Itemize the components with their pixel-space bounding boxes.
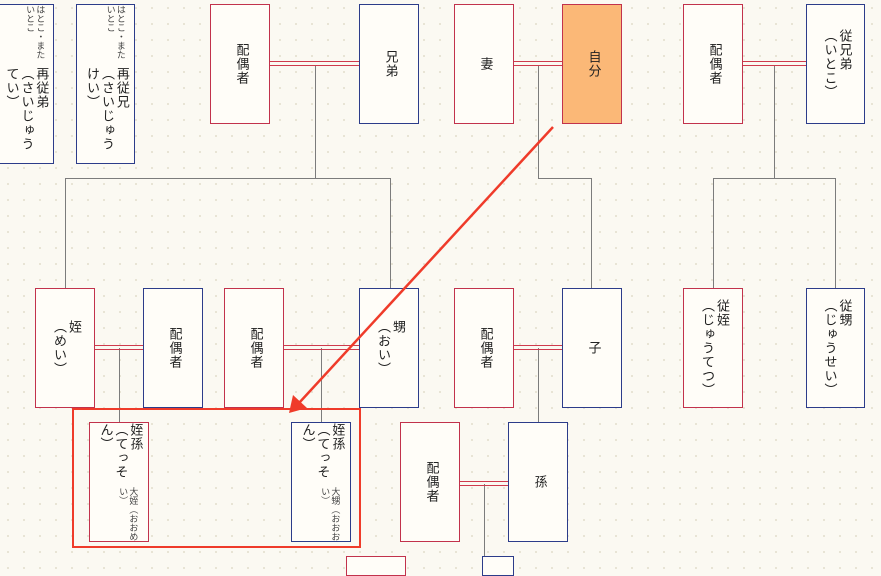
reading-annotation: はとこ・またいとこ bbox=[104, 5, 125, 59]
relation-name: 再従兄 bbox=[113, 66, 129, 109]
connector bbox=[591, 178, 592, 288]
relation-reading: （さいじゅうけい） bbox=[84, 66, 114, 151]
marriage-line bbox=[514, 61, 562, 66]
relation-reading: （てっそん） bbox=[299, 423, 330, 479]
nephew-spouse-box[interactable]: 配偶者 bbox=[224, 288, 284, 408]
arrow-line bbox=[298, 126, 554, 404]
niece-box[interactable]: 姪（めい） bbox=[35, 288, 95, 408]
second-cousin-younger-box[interactable]: はとこ・またいとこ 再従弟（さいじゅうてい） bbox=[0, 4, 54, 164]
connector bbox=[119, 348, 120, 422]
relation-name: 配偶者 bbox=[706, 43, 722, 85]
connector bbox=[65, 178, 66, 288]
relation-reading: （じゅうてつ） bbox=[699, 299, 714, 397]
connector bbox=[321, 348, 322, 422]
connector bbox=[315, 66, 316, 178]
wife-box[interactable]: 妻 bbox=[454, 4, 514, 124]
relation-name: 姪孫 bbox=[329, 423, 345, 451]
relation-name: 従甥 bbox=[836, 299, 852, 327]
relation-name: 従兄弟 bbox=[836, 29, 852, 71]
relation-reading: （おい） bbox=[375, 320, 390, 376]
alt-reading: （おおめい） bbox=[117, 486, 138, 541]
relation-name: 配偶者 bbox=[423, 461, 439, 503]
relation-name: 姪 bbox=[65, 320, 81, 334]
child-box[interactable]: 子 bbox=[562, 288, 622, 408]
self-box[interactable]: 自分 bbox=[562, 4, 622, 124]
connector bbox=[713, 178, 835, 179]
niece-spouse-box[interactable]: 配偶者 bbox=[143, 288, 203, 408]
alt-name: 大姪 bbox=[127, 486, 138, 505]
relation-name: 妻 bbox=[477, 57, 493, 71]
cousin-nephew-box[interactable]: 従甥（じゅうせい） bbox=[806, 288, 865, 408]
connector bbox=[835, 178, 836, 288]
relation-reading: （いとこ） bbox=[821, 29, 837, 99]
highlight-rectangle bbox=[72, 408, 361, 548]
relation-name: 再従弟 bbox=[33, 66, 49, 109]
marriage-line bbox=[460, 481, 508, 486]
cousin-box[interactable]: 従兄弟（いとこ） bbox=[806, 4, 865, 124]
arrow-head bbox=[289, 395, 307, 413]
grandnephew-box[interactable]: 姪孫（てっそん） 大甥（おおおい） bbox=[291, 422, 351, 542]
relation-name: 孫 bbox=[531, 475, 547, 489]
connector bbox=[390, 178, 391, 288]
connector bbox=[538, 348, 539, 422]
cousin-spouse-box[interactable]: 配偶者 bbox=[683, 4, 743, 124]
relation-name: 配偶者 bbox=[477, 327, 493, 369]
relation-name: 配偶者 bbox=[247, 327, 263, 369]
reading-annotation: はとこ・またいとこ bbox=[24, 5, 45, 59]
arrow-annotation bbox=[289, 126, 554, 413]
grandniece-box[interactable]: 姪孫（てっそん） 大姪（おおめい） bbox=[89, 422, 149, 542]
grandchild-box[interactable]: 孫 bbox=[508, 422, 568, 542]
relation-name: 兄弟 bbox=[382, 50, 398, 78]
relation-reading: （じゅうせい） bbox=[821, 299, 837, 397]
relation-name: 子 bbox=[585, 341, 601, 355]
marriage-line bbox=[284, 345, 359, 350]
relation-name: 従姪 bbox=[713, 299, 729, 327]
nephew-box[interactable]: 甥（おい） bbox=[359, 288, 419, 408]
connector bbox=[774, 66, 775, 178]
connector bbox=[484, 484, 485, 560]
grandchild-spouse-box[interactable]: 配偶者 bbox=[400, 422, 460, 542]
marriage-line bbox=[514, 345, 562, 350]
marriage-line bbox=[270, 61, 359, 66]
connector bbox=[538, 178, 592, 179]
relation-name: 配偶者 bbox=[233, 43, 249, 85]
connector bbox=[713, 178, 714, 288]
connector bbox=[538, 66, 539, 178]
relation-reading: （さいじゅうてい） bbox=[3, 66, 34, 151]
relation-reading: （てっそん） bbox=[97, 423, 128, 479]
cousin-niece-box[interactable]: 従姪（じゅうてつ） bbox=[683, 288, 743, 408]
family-tree: はとこ・またいとこ 再従弟（さいじゅうてい） はとこ・またいとこ 再従兄（さいじ… bbox=[0, 4, 865, 576]
child-spouse-box[interactable]: 配偶者 bbox=[454, 288, 514, 408]
marriage-line bbox=[743, 61, 806, 66]
relation-name: 甥 bbox=[389, 320, 405, 334]
sibling-spouse-box[interactable]: 配偶者 bbox=[210, 4, 270, 124]
relation-reading: （めい） bbox=[51, 320, 66, 376]
alt-name: 大甥 bbox=[329, 486, 340, 505]
relation-name: 配偶者 bbox=[166, 327, 182, 369]
relation-name: 姪孫 bbox=[127, 423, 143, 451]
connector bbox=[65, 178, 390, 179]
marriage-line bbox=[95, 345, 143, 350]
alt-reading: （おおおい） bbox=[319, 486, 340, 541]
second-cousin-older-box[interactable]: はとこ・またいとこ 再従兄（さいじゅうけい） bbox=[76, 4, 135, 164]
relation-name: 自分 bbox=[585, 50, 601, 78]
brother-box[interactable]: 兄弟 bbox=[359, 4, 419, 124]
